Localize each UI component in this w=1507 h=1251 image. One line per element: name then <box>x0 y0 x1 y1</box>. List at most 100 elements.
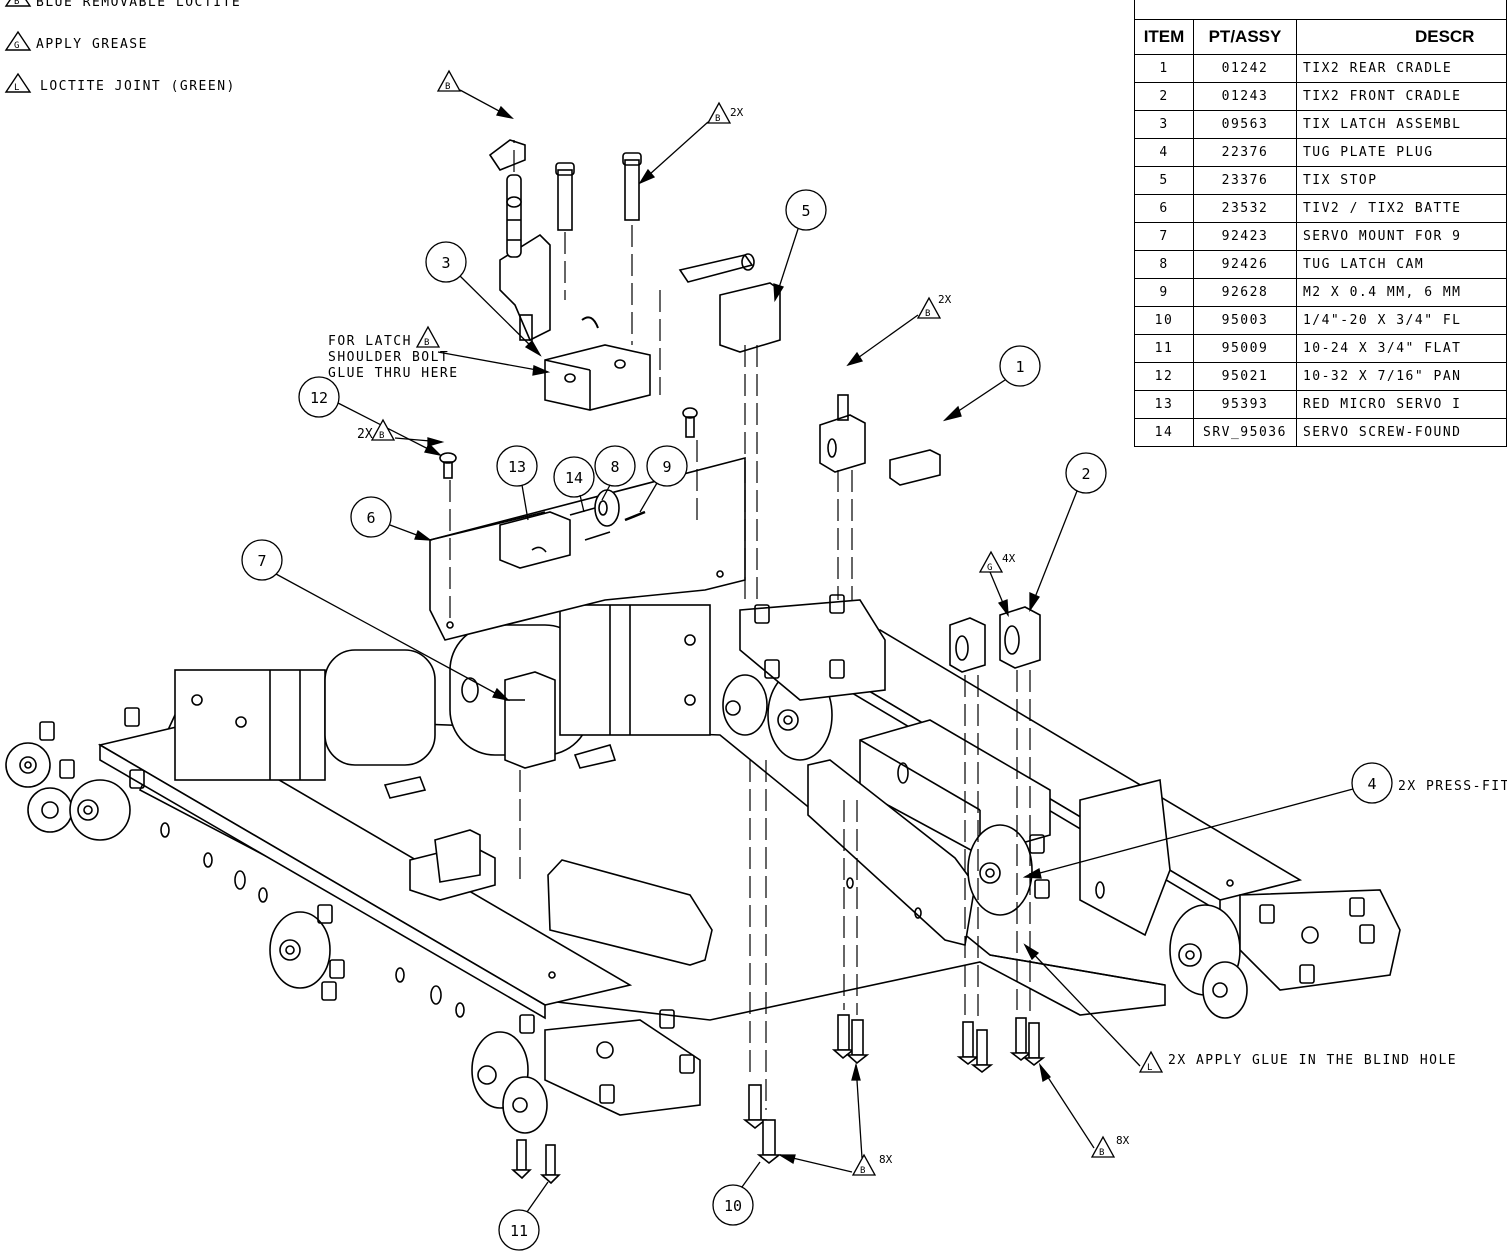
balloon-number: 7 <box>257 552 266 570</box>
assembly-dash-lines <box>449 140 1031 1110</box>
blind-hole-label: 2X APPLY GLUE IN THE BLIND HOLE <box>1168 1053 1457 1068</box>
balloon-number: 11 <box>510 1222 528 1240</box>
balloon-14: 14 <box>553 456 595 513</box>
screw-10d <box>845 1019 870 1065</box>
row-desc-cell: TUG PLATE PLUG <box>1295 138 1507 167</box>
balloon-9: 9 <box>639 445 688 513</box>
balloon-number: 8 <box>610 458 619 476</box>
row-pt-cell: 92426 <box>1193 250 1297 279</box>
balloon-6: 6 <box>350 496 433 541</box>
note-blue-loctite: B BLUE REMOVABLE LOCTITE <box>4 0 241 10</box>
row-pt-cell: 01242 <box>1193 54 1297 83</box>
shoulder-bolt <box>678 253 755 283</box>
qty-label: 4X <box>1002 552 1016 565</box>
right-rail <box>797 629 1303 937</box>
balloon-number: 2 <box>1081 465 1090 483</box>
balloon-11: 11 <box>498 1181 549 1251</box>
qty-label: 2X <box>938 293 952 306</box>
row-pt-cell: SRV_95036 <box>1193 418 1297 447</box>
screw-11b <box>539 1144 561 1185</box>
latch-note-line-1: FOR LATCH <box>328 334 412 349</box>
qty-label: 8X <box>1116 1134 1130 1147</box>
qty-label: 8X <box>879 1153 893 1166</box>
wheel-group-rear-left <box>471 1009 701 1134</box>
row-desc-cell: SERVO MOUNT FOR 9 <box>1295 222 1507 251</box>
row-pt-cell: 01243 <box>1193 82 1297 111</box>
latch-note-line-3: GLUE THRU HERE <box>328 366 459 381</box>
latch-pin <box>488 139 526 258</box>
note-symbol: G <box>14 41 19 51</box>
row-item-cell: 11 <box>1134 334 1194 363</box>
rail-holes <box>160 822 465 1018</box>
callout-symbol: B <box>860 1166 865 1176</box>
balloon-5: 5 <box>773 189 827 303</box>
balloon-number: 13 <box>508 458 526 476</box>
front-cradle <box>949 606 1041 673</box>
note-apply-grease: G APPLY GREASE <box>4 30 148 52</box>
callout-symbol: G <box>987 563 992 573</box>
row-desc-cell: M2 X 0.4 MM, 6 MM <box>1295 278 1507 307</box>
note-text: BLUE REMOVABLE LOCTITE <box>36 0 241 10</box>
balloon-12: 12 <box>298 376 442 457</box>
row-item-cell: 3 <box>1134 110 1194 139</box>
row-desc-cell: TUG LATCH CAM <box>1295 250 1507 279</box>
row-desc-cell: 1/4"-20 X 3/4" FL <box>1295 306 1507 335</box>
side-guards <box>547 759 976 966</box>
balloon-1: 1 <box>942 345 1041 422</box>
balloon-2: 2 <box>1029 452 1107 613</box>
callout-blind-hole: L 2X APPLY GLUE IN THE BLIND HOLE <box>1023 943 1457 1073</box>
header-description: DESCR <box>1295 19 1507 55</box>
balloon-number: 1 <box>1015 358 1024 376</box>
balloon-13: 13 <box>496 445 538 521</box>
screw-10h <box>1022 1022 1046 1067</box>
screw-pan <box>682 407 698 438</box>
servo-screw <box>624 510 646 522</box>
row-item-cell: 14 <box>1134 418 1194 447</box>
callout-balloons: 1 2 3 4 2X PRESS-FIT 5 6 <box>241 189 1507 1251</box>
row-item-cell: 2 <box>1134 82 1194 111</box>
row-pt-cell: 92628 <box>1193 278 1297 307</box>
screw-11a <box>510 1139 532 1180</box>
row-item-cell: 5 <box>1134 166 1194 195</box>
balloon-3: 3 <box>425 241 542 357</box>
balloon-number: 10 <box>724 1197 742 1215</box>
table-header-row: ITEM PT/ASSY DESCR <box>1134 19 1507 55</box>
rear-cradle <box>819 394 941 486</box>
callout-symbol: L <box>1147 1063 1152 1073</box>
callout-b-cradle: B 2X <box>846 293 952 367</box>
callout-latch-note: FOR LATCH B SHOULDER BOLT GLUE THRU HERE <box>328 325 551 381</box>
balloon-10: 10 <box>712 1161 761 1226</box>
row-item-cell: 6 <box>1134 194 1194 223</box>
wheel-group-front-left <box>5 707 145 841</box>
row-pt-cell: 95009 <box>1193 334 1297 363</box>
callout-b-screw12: 2X B <box>357 418 445 447</box>
row-pt-cell: 92423 <box>1193 222 1297 251</box>
servo-mount <box>504 671 556 769</box>
row-item-cell: 12 <box>1134 362 1194 391</box>
row-item-cell: 1 <box>1134 54 1194 83</box>
balloon-8: 8 <box>594 445 636 501</box>
note-text: APPLY GREASE <box>36 37 148 52</box>
note-symbol: L <box>14 83 19 93</box>
micro-servo <box>499 511 571 569</box>
note-symbol: B <box>14 0 19 7</box>
row-item-cell: 4 <box>1134 138 1194 167</box>
screw-10b <box>756 1119 782 1165</box>
row-pt-cell: 23376 <box>1193 166 1297 195</box>
motor-left <box>174 649 436 781</box>
header-item: ITEM <box>1134 19 1194 55</box>
wheel-group-center-right <box>722 594 886 761</box>
balloon-number: 5 <box>801 202 810 220</box>
